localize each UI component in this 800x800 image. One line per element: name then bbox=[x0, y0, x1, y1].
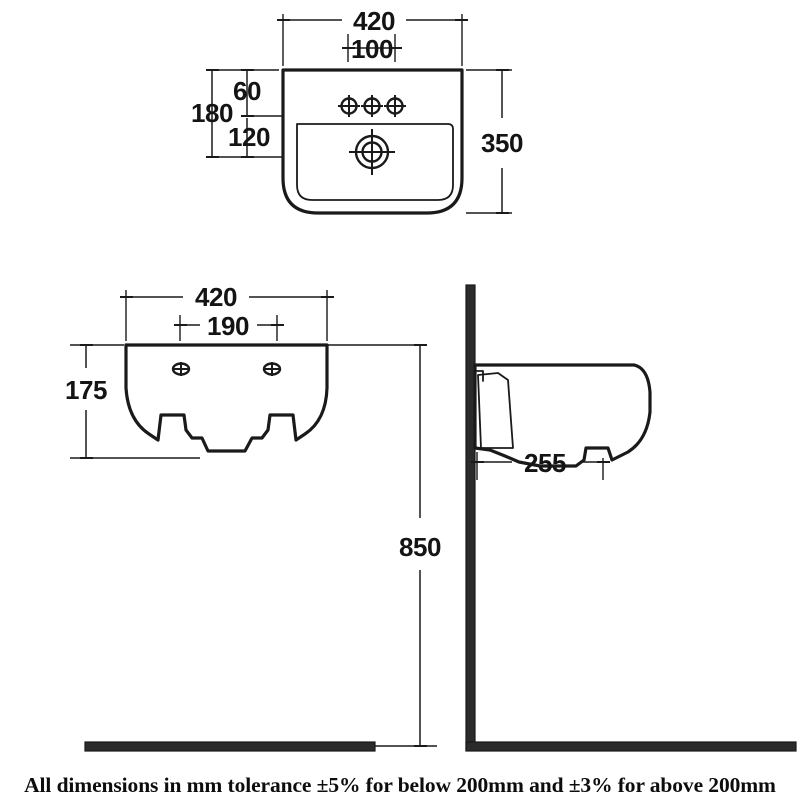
side-view-group: 255 850 bbox=[84, 284, 797, 752]
dimension-label-side-255: 255 bbox=[524, 448, 566, 478]
side-view-basin-profile bbox=[473, 363, 652, 468]
tap-hole-centre bbox=[361, 95, 383, 117]
floor-line-left bbox=[84, 741, 376, 752]
dimension-side-850: 850 bbox=[375, 344, 441, 747]
side-view-rim-notch bbox=[474, 370, 484, 382]
dimension-front-175: 175 bbox=[65, 344, 200, 459]
dimension-label-top-120: 120 bbox=[228, 122, 270, 152]
dimension-top-60: 60 bbox=[212, 69, 283, 117]
dimension-label-top-100: 100 bbox=[351, 34, 393, 64]
dimension-label-top-180: 180 bbox=[191, 98, 233, 128]
fixing-hole-left bbox=[171, 362, 191, 376]
fixing-hole-right bbox=[262, 362, 282, 376]
dimension-front-190: 190 bbox=[174, 311, 284, 341]
dimension-label-front-190: 190 bbox=[207, 311, 249, 341]
front-view-basin-outline bbox=[124, 343, 329, 453]
top-view-basin-outline bbox=[281, 68, 464, 215]
tap-hole-right bbox=[384, 95, 406, 117]
dimension-label-side-850: 850 bbox=[399, 532, 441, 562]
dimension-label-top-60: 60 bbox=[233, 76, 261, 106]
dimension-top-180: 180 bbox=[191, 69, 283, 158]
dimension-top-350: 350 bbox=[466, 69, 523, 214]
dimension-side-255: 255 bbox=[471, 448, 610, 480]
waste-outlet-icon bbox=[349, 129, 395, 175]
dimension-top-420: 420 bbox=[277, 6, 468, 66]
side-view-bowl-inner-line bbox=[477, 372, 514, 449]
top-view-group: 420 100 350 bbox=[191, 6, 523, 215]
top-view-bowl-outline bbox=[296, 123, 454, 201]
floor-line-right bbox=[465, 741, 797, 752]
dimension-front-420: 420 bbox=[120, 282, 334, 341]
wall-line bbox=[465, 284, 476, 751]
dimension-top-100: 100 bbox=[342, 34, 402, 64]
dimension-label-top-420: 420 bbox=[353, 6, 395, 36]
dimension-label-front-175: 175 bbox=[65, 375, 107, 405]
front-view-group: 420 190 175 bbox=[65, 282, 425, 459]
tap-hole-left bbox=[338, 95, 360, 117]
dimension-top-120: 120 bbox=[228, 118, 270, 158]
dimension-label-top-350: 350 bbox=[481, 128, 523, 158]
dimension-label-front-420: 420 bbox=[195, 282, 237, 312]
drawing-caption: All dimensions in mm tolerance ±5% for b… bbox=[24, 773, 776, 797]
